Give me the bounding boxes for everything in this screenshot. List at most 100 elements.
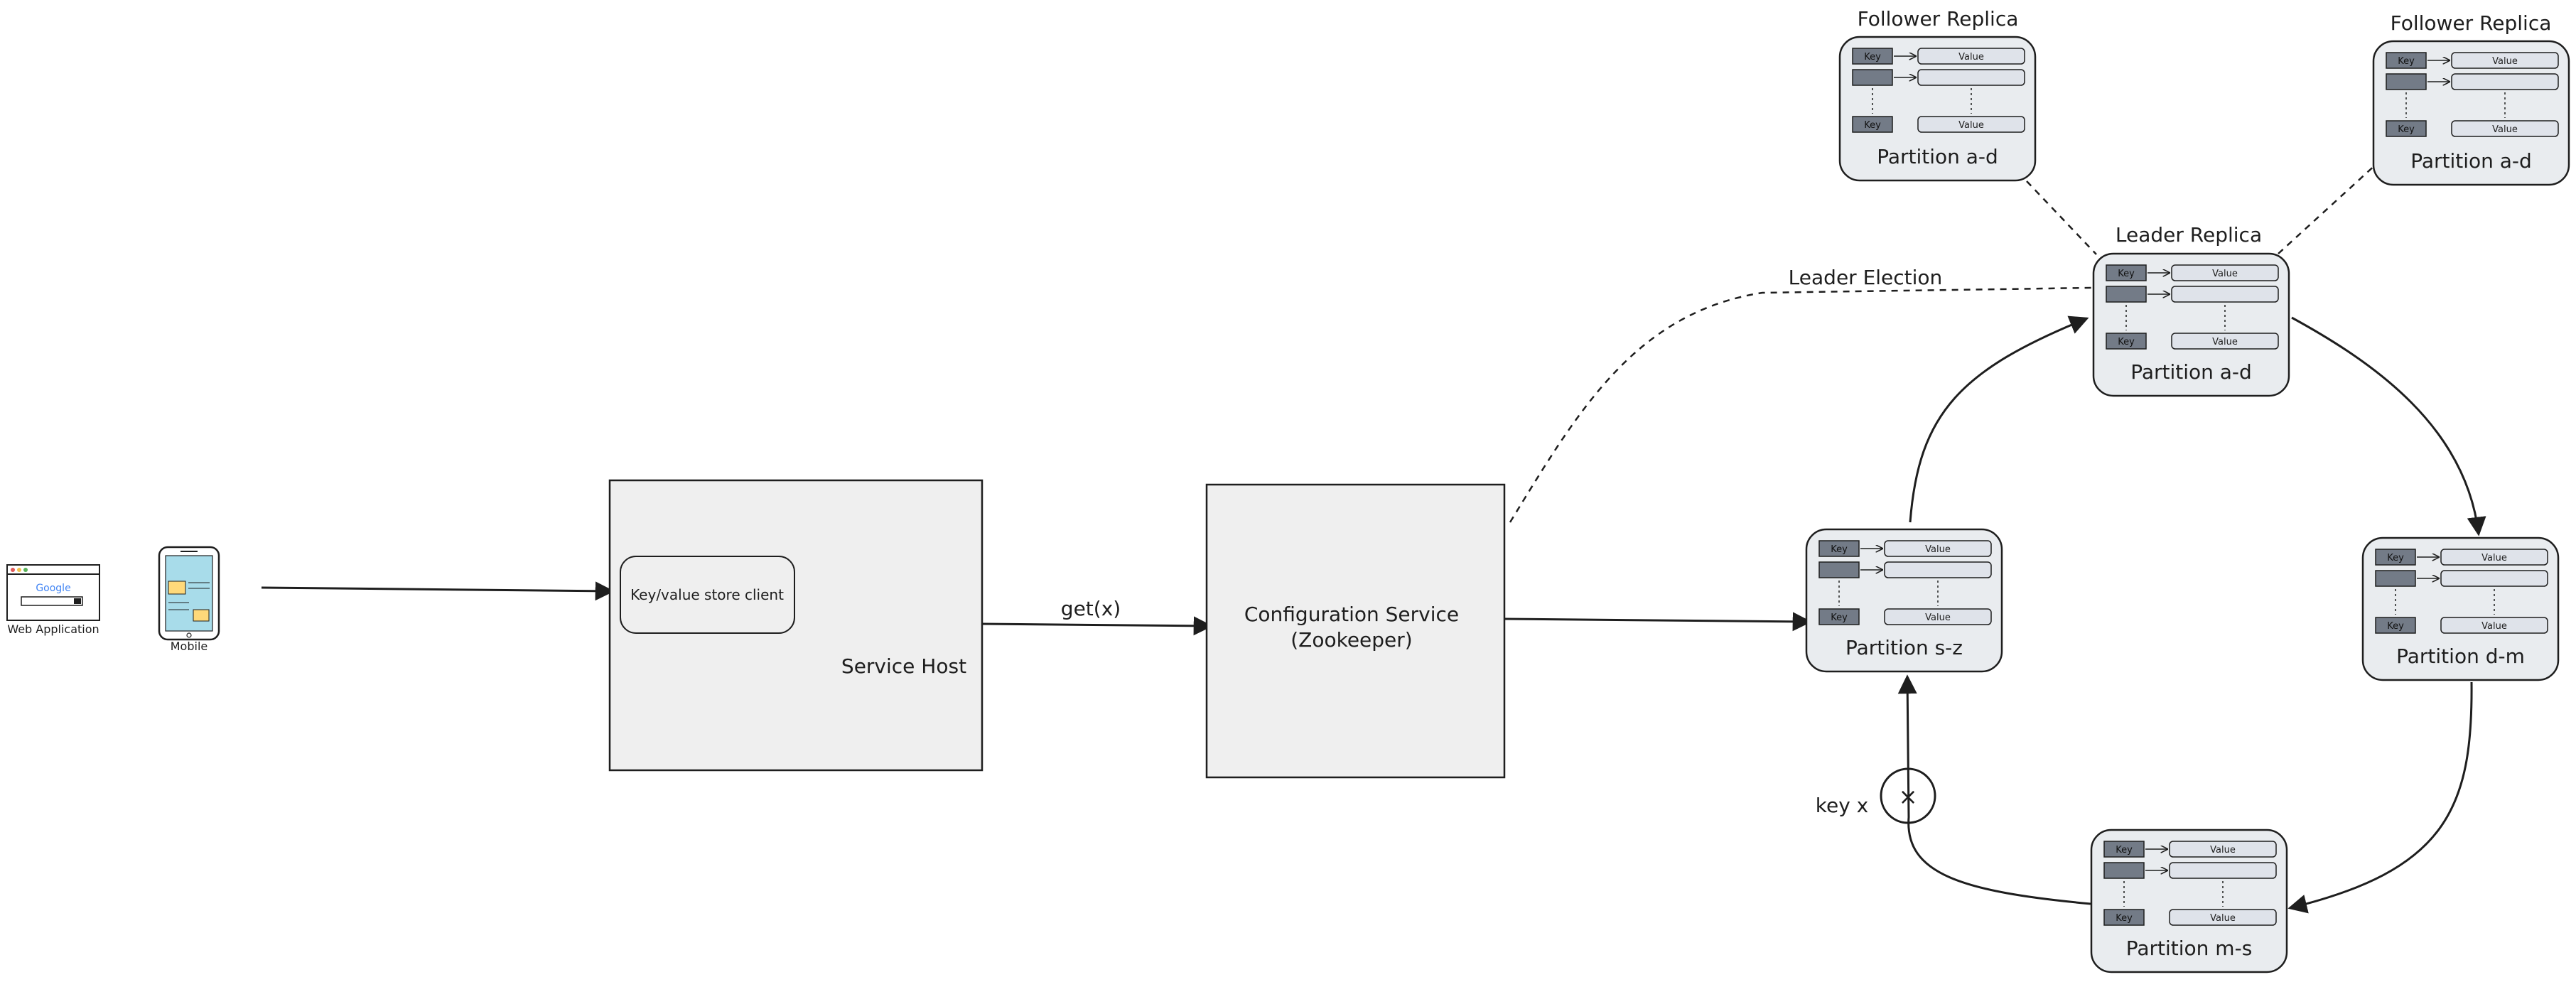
key-cell (2386, 73, 2427, 90)
edge-config-to-partition-s-z (1504, 612, 1812, 632)
key-cell (2386, 120, 2427, 137)
key-cell (2103, 841, 2145, 858)
value-cell (1884, 540, 1992, 557)
key-cell (2375, 549, 2416, 566)
key-cell-label: Key (2116, 913, 2133, 924)
mobile-client: Mobile (158, 546, 220, 653)
key-cell-label: Key (2387, 553, 2404, 563)
replica-role-label: Follower Replica (2391, 11, 2552, 35)
value-cell-label: Value (2481, 621, 2507, 632)
partition-caption: Partition m-s (2126, 937, 2253, 960)
partition-caption: Partition d-m (2396, 644, 2525, 668)
partition-caption: Partition s-z (1845, 636, 1963, 659)
ring-edge-s-z-to-leader (1909, 315, 2089, 523)
value-cell-label: Value (2212, 337, 2238, 347)
leader-election-dashed-line (1509, 286, 2093, 523)
key-cell (1818, 540, 1860, 557)
mobile-phone-icon (158, 546, 220, 641)
replica-link-right (2278, 163, 2378, 254)
value-cell (2440, 617, 2548, 634)
key-cell (2106, 264, 2147, 281)
value-cell (2451, 120, 2559, 137)
replica-role-label: Leader Replica (2116, 223, 2262, 247)
key-value-store-client-box (620, 556, 795, 634)
value-cell-label: Value (2210, 845, 2236, 856)
key-cell-label: Key (1864, 52, 1881, 63)
ring-edge-leader-to-d-m (2291, 316, 2486, 536)
key-cell (2375, 570, 2416, 587)
key-cell-label: Key (1831, 613, 1848, 623)
key-cell-label: Key (2387, 621, 2404, 632)
key-x-label: key x (1816, 794, 1868, 817)
edge-get-label: get(x) (1061, 597, 1121, 620)
key-cell-label: Key (1864, 120, 1881, 131)
edge-service-host-to-config (981, 616, 1213, 636)
value-cell-label: Value (2210, 913, 2236, 924)
value-cell (1917, 116, 2025, 133)
browser-search-bar (21, 596, 83, 606)
key-cell-label: Key (2118, 337, 2135, 347)
key-cell (2103, 909, 2145, 926)
ring-edge-d-m-to-m-s (2287, 681, 2473, 914)
key-cell (1852, 69, 1893, 86)
configuration-service-line1: Configuration Service (1244, 603, 1459, 626)
value-cell-label: Value (2492, 56, 2518, 67)
value-cell (2171, 286, 2279, 303)
ring-edge-m-s-to-s-z (1897, 674, 2091, 905)
key-cell (2106, 286, 2147, 303)
value-cell (1917, 69, 2025, 86)
key-x-circle (1880, 767, 1936, 824)
value-cell (2171, 264, 2279, 281)
value-cell-label: Value (1958, 120, 1984, 131)
value-cell (2169, 862, 2277, 879)
value-cell-label: Value (1925, 544, 1951, 555)
google-logo-text: Google (36, 583, 70, 594)
key-cell (2375, 617, 2416, 634)
configuration-service-line2: (Zookeeper) (1290, 628, 1412, 652)
mobile-label: Mobile (171, 640, 208, 653)
web-application-label: Web Application (7, 622, 99, 636)
value-cell (2171, 333, 2279, 350)
web-application-client: Google Web Application (6, 564, 100, 636)
value-cell (2451, 52, 2559, 69)
key-cell (1818, 561, 1860, 578)
value-cell-label: Value (2481, 553, 2507, 563)
key-cell-label: Key (2118, 269, 2135, 279)
leader-election-label: Leader Election (1789, 266, 1943, 289)
value-cell (2451, 73, 2559, 90)
partition-caption: Partition a-d (1877, 145, 1998, 168)
partition-caption: Partition a-d (2410, 149, 2532, 173)
value-cell-label: Value (1958, 52, 1984, 63)
key-cell-label: Key (1831, 544, 1848, 555)
key-cell-label: Key (2398, 124, 2415, 135)
key-cell (1852, 48, 1893, 65)
replica-role-label: Follower Replica (1858, 7, 2019, 31)
key-cell (1818, 608, 1860, 625)
value-cell-label: Value (1925, 613, 1951, 623)
service-host-box: Key/value store client Service Host (608, 479, 983, 772)
key-x-marker: × (1880, 767, 1936, 824)
browser-window-icon: Google (6, 564, 100, 621)
value-cell (1884, 608, 1992, 625)
value-cell (2440, 549, 2548, 566)
edge-clients-to-service-host (261, 581, 615, 601)
value-cell (1917, 48, 2025, 65)
value-cell-label: Value (2492, 124, 2518, 135)
key-cell-label: Key (2398, 56, 2415, 67)
key-value-store-client-label: Key/value store client (630, 586, 784, 603)
key-x-cross: × (1899, 783, 1918, 810)
key-cell (2103, 862, 2145, 879)
replica-link-left (2026, 180, 2097, 255)
value-cell (2169, 841, 2277, 858)
key-cell-label: Key (2116, 845, 2133, 856)
partition-caption: Partition a-d (2130, 360, 2252, 384)
key-cell (1852, 116, 1893, 133)
service-host-label: Service Host (841, 654, 966, 678)
